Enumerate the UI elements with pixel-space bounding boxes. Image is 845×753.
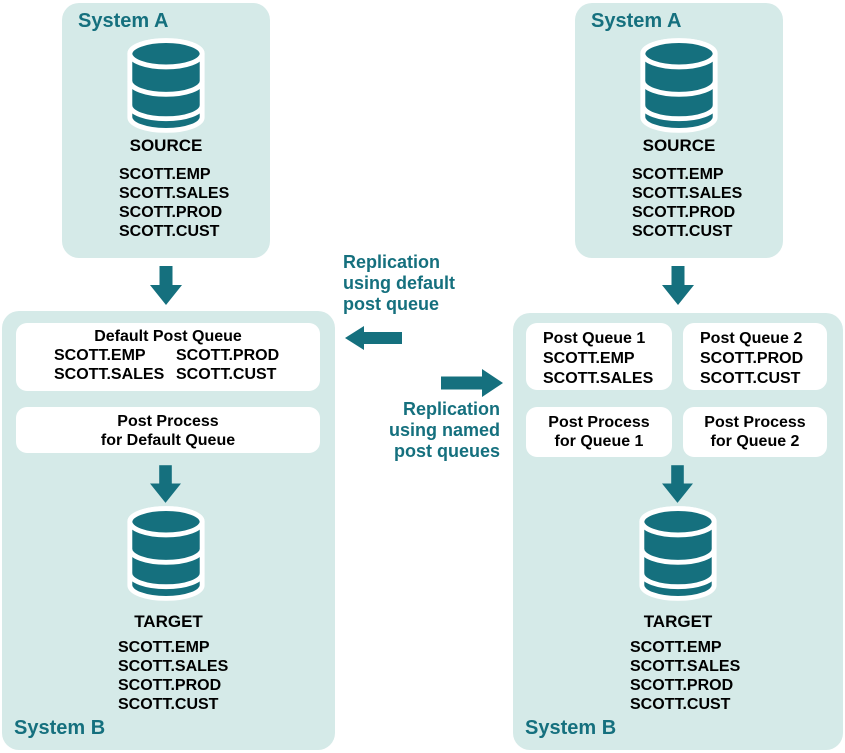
system-b-title: System B (525, 717, 617, 739)
default-post-queue-box: Default Post Queue SCOTT.EMP SCOTT.PROD … (16, 323, 320, 391)
table-name: SCOTT.EMP (118, 639, 210, 656)
post-process-default-box: Post Process for Default Queue (16, 407, 320, 453)
table-name: SCOTT.SALES (632, 185, 743, 202)
table-name: SCOTT.PROD (176, 347, 280, 364)
default-post-queue-title: Default Post Queue (94, 328, 242, 345)
source-table-list: SCOTT.EMP SCOTT.SALES SCOTT.PROD SCOTT.C… (119, 165, 229, 241)
label-line: using named (388, 420, 500, 440)
post-process-line: for Queue 1 (554, 433, 644, 450)
system-b-title: System B (14, 717, 106, 739)
table-name: SCOTT.PROD (119, 204, 223, 221)
replication-default-label: Replication using default post queue (343, 252, 513, 315)
post-process-1-box: Post Process for Queue 1 (526, 407, 672, 457)
system-a-title: System A (591, 10, 682, 32)
arrow-left-icon (345, 326, 402, 355)
post-process-line: for Default Queue (100, 432, 236, 449)
database-icon (123, 506, 209, 601)
table-name: SCOTT.PROD (630, 677, 734, 694)
label-line: Replication (402, 399, 500, 419)
post-process-line: Post Process (704, 414, 806, 431)
label-line: Replication (343, 252, 441, 272)
table-name: SCOTT.EMP (119, 166, 211, 183)
panel-system-b-left: Default Post Queue SCOTT.EMP SCOTT.PROD … (2, 311, 335, 750)
arrow-right-icon (441, 369, 503, 402)
source-label: SOURCE (129, 136, 203, 155)
table-name: SCOTT.CUST (630, 696, 731, 713)
source-table-list: SCOTT.EMP SCOTT.SALES SCOTT.PROD SCOTT.C… (632, 165, 742, 241)
table-name: SCOTT.CUST (176, 366, 277, 383)
label-line: post queues (393, 441, 500, 461)
target-table-list: SCOTT.EMP SCOTT.SALES SCOTT.PROD SCOTT.C… (630, 638, 740, 714)
arrow-down-icon (150, 465, 181, 508)
post-queue-1-title: Post Queue 1 (543, 330, 646, 347)
table-name: SCOTT.EMP (632, 166, 724, 183)
arrow-down-icon (662, 465, 693, 508)
target-label: TARGET (643, 612, 713, 631)
table-name: SCOTT.EMP (630, 639, 722, 656)
post-process-line: Post Process (548, 414, 650, 431)
post-process-2-box: Post Process for Queue 2 (683, 407, 827, 457)
post-queue-2-title: Post Queue 2 (700, 330, 803, 347)
database-icon (635, 506, 721, 601)
default-post-queue-tables: SCOTT.EMP SCOTT.PROD SCOTT.SALES SCOTT.C… (16, 346, 320, 384)
panel-system-a-right: System A SOURCE SCOTT.EMP SCOTT.SALES SC… (575, 3, 783, 258)
table-name: SCOTT.SALES (54, 366, 165, 383)
post-queue-1-box: Post Queue 1 SCOTT.EMP SCOTT.SALES (526, 323, 672, 390)
table-name: SCOTT.CUST (118, 696, 219, 713)
label-line: using default (343, 273, 455, 293)
arrow-down-icon (662, 266, 694, 310)
target-table-list: SCOTT.EMP SCOTT.SALES SCOTT.PROD SCOTT.C… (118, 638, 228, 714)
table-name: SCOTT.CUST (632, 223, 733, 240)
system-a-title: System A (78, 10, 169, 32)
post-process-line: Post Process (117, 413, 219, 430)
post-process-line: for Queue 2 (710, 433, 800, 450)
replication-named-label: Replication using named post queues (330, 399, 500, 462)
table-name: SCOTT.SALES (543, 370, 654, 387)
database-icon (636, 38, 722, 133)
source-label: SOURCE (642, 136, 716, 155)
target-label: TARGET (134, 612, 203, 631)
arrow-down-icon (150, 266, 182, 310)
database-icon (123, 38, 209, 133)
table-name: SCOTT.EMP (54, 347, 146, 364)
panel-system-b-right: Post Queue 1 SCOTT.EMP SCOTT.SALES Post … (513, 313, 843, 750)
post-queue-2-box: Post Queue 2 SCOTT.PROD SCOTT.CUST (683, 323, 827, 390)
table-name: SCOTT.EMP (543, 350, 635, 367)
table-name: SCOTT.PROD (118, 677, 222, 694)
label-line: post queue (343, 294, 440, 314)
table-name: SCOTT.PROD (632, 204, 736, 221)
table-name: SCOTT.SALES (119, 185, 230, 202)
table-name: SCOTT.CUST (700, 370, 801, 387)
table-name: SCOTT.SALES (118, 658, 229, 675)
table-name: SCOTT.PROD (700, 350, 804, 367)
table-name: SCOTT.SALES (630, 658, 741, 675)
panel-system-a-left: System A SOURCE SCOTT.EMP SCOTT.SALES SC… (62, 3, 270, 258)
table-name: SCOTT.CUST (119, 223, 220, 240)
